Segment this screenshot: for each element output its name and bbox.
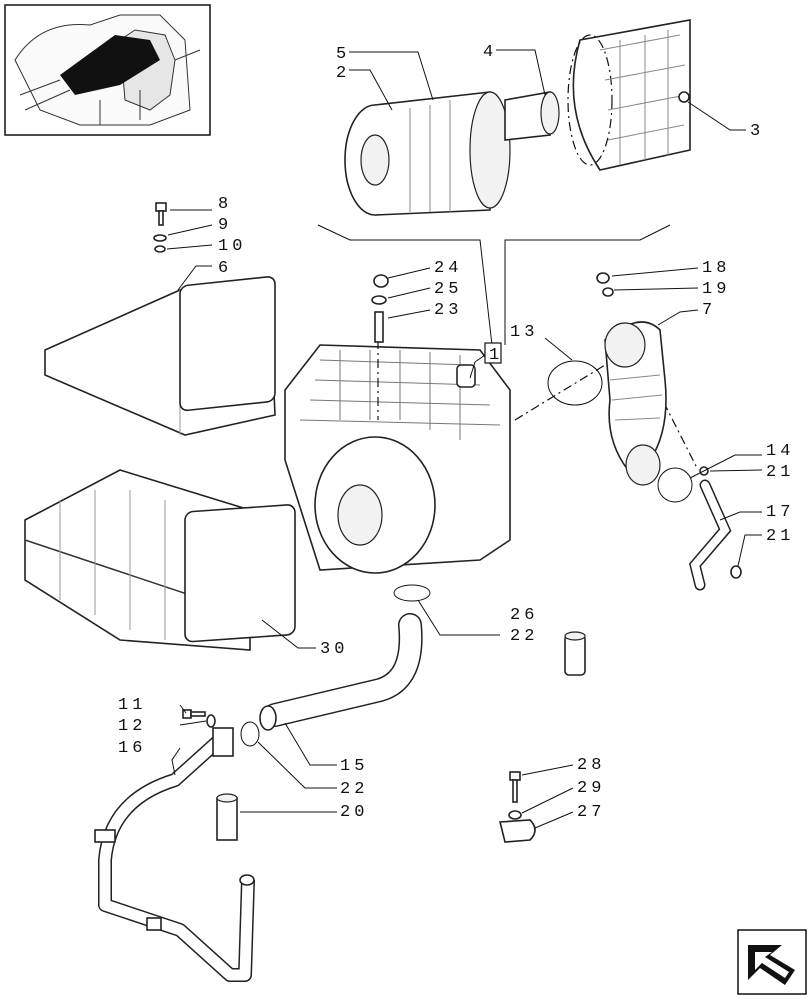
centerline-13 xyxy=(514,364,606,421)
filter-element-5 xyxy=(344,91,511,216)
cap-18 xyxy=(596,272,610,284)
callout-22b: 22 xyxy=(340,780,368,799)
thumbnail-icon[interactable] xyxy=(4,4,211,136)
centerline-14 xyxy=(654,384,699,471)
callout-21a: 21 xyxy=(766,463,794,482)
air-duct-30 xyxy=(24,469,296,651)
callout-1: 1 xyxy=(489,346,499,365)
callout-12: 12 xyxy=(118,717,146,736)
washer-9 xyxy=(153,234,167,242)
callout-6: 6 xyxy=(218,259,232,278)
callout-25: 25 xyxy=(434,280,462,299)
bracket-27 xyxy=(498,819,536,843)
callout-24: 24 xyxy=(434,259,462,278)
callout-17: 17 xyxy=(766,503,794,522)
callout-11: 11 xyxy=(118,696,146,715)
next-page-arrow-icon[interactable] xyxy=(737,929,807,995)
callout-8: 8 xyxy=(218,195,232,214)
nut-24 xyxy=(373,274,389,288)
washer-12 xyxy=(206,714,216,728)
callout-7: 7 xyxy=(702,301,716,320)
clamp-22a xyxy=(393,584,431,602)
sensor-26 xyxy=(564,631,586,676)
air-duct-6 xyxy=(44,276,276,436)
callout-28: 28 xyxy=(577,756,605,775)
clamp-14 xyxy=(657,467,693,503)
callout-10: 10 xyxy=(218,237,246,256)
stud-23 xyxy=(374,311,384,343)
callout-9: 9 xyxy=(218,216,232,235)
callout-26: 26 xyxy=(510,606,538,625)
bolt-11 xyxy=(182,709,206,719)
callout-27: 27 xyxy=(577,803,605,822)
callout-30: 30 xyxy=(320,640,348,659)
callouts: 5 2 4 3 8 9 10 6 24 25 23 18 19 7 13 1 1… xyxy=(118,43,794,822)
callout-18: 18 xyxy=(702,259,730,278)
ring-21b xyxy=(730,565,742,579)
assembly-bracket xyxy=(317,224,671,346)
callout-20: 20 xyxy=(340,803,368,822)
filter-outlet-4 xyxy=(504,91,560,141)
pipe-16 xyxy=(94,727,255,982)
reference-box xyxy=(484,342,502,364)
screw-8 xyxy=(155,202,167,226)
ring-19 xyxy=(602,287,614,297)
leader-lines xyxy=(166,49,763,829)
inlet-hose-7 xyxy=(604,321,667,486)
callout-16: 16 xyxy=(118,739,146,758)
filter-housing-3 xyxy=(567,19,691,171)
callout-5: 5 xyxy=(336,45,350,64)
washer-29 xyxy=(508,810,522,820)
bolt-28 xyxy=(509,771,521,803)
callout-14: 14 xyxy=(766,442,794,461)
callout-21b: 21 xyxy=(766,527,794,546)
callout-29: 29 xyxy=(577,779,605,798)
clamp-22b xyxy=(240,721,260,747)
callout-2: 2 xyxy=(336,64,350,83)
washer-25 xyxy=(371,295,387,305)
callout-3: 3 xyxy=(750,122,764,141)
washer-10 xyxy=(154,245,166,253)
air-cleaner-housing xyxy=(284,344,511,574)
callout-22a: 22 xyxy=(510,627,538,646)
callout-19: 19 xyxy=(702,280,730,299)
pipe-20 xyxy=(216,793,238,841)
callout-4: 4 xyxy=(483,43,497,62)
callout-13: 13 xyxy=(510,323,538,342)
callout-15: 15 xyxy=(340,757,368,776)
callout-23: 23 xyxy=(434,301,462,320)
clamp-13 xyxy=(547,360,603,406)
